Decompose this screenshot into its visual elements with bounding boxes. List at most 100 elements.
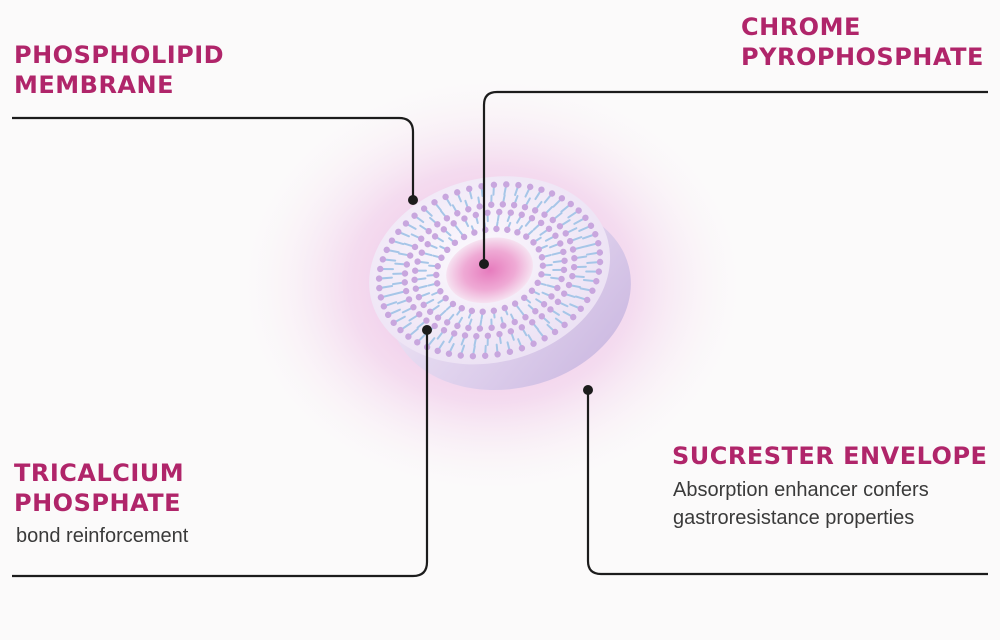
lipid-head [496, 208, 503, 216]
lipid-head [377, 294, 385, 301]
lipid-head [380, 303, 388, 310]
lipid-head [503, 181, 510, 188]
lipid-head [433, 271, 440, 279]
lipid-head [466, 185, 473, 192]
lipid-head [528, 287, 536, 294]
lipid-head [506, 348, 514, 356]
lipid-head [540, 301, 548, 308]
lipid-head [484, 209, 491, 216]
lipid-head [443, 319, 451, 326]
lipid-head [518, 211, 525, 218]
lipid-head [454, 210, 461, 217]
lipid-head [401, 270, 409, 277]
lipid-head [434, 347, 441, 355]
leader-line-tricalcium [12, 330, 429, 578]
lipid-head [561, 321, 568, 329]
lipid-head [461, 215, 468, 222]
lipid-head [558, 275, 565, 283]
lipid-head [561, 257, 568, 264]
lipid-head [465, 324, 472, 332]
lipid-head [577, 305, 584, 312]
label-tricalcium-description: bond reinforcement [16, 525, 189, 547]
lipid-head [438, 254, 445, 261]
lipid-head [388, 237, 396, 244]
lipid-head [414, 339, 421, 346]
lipid-head [529, 319, 536, 326]
lipid-head [560, 266, 568, 274]
lipid-head [457, 352, 464, 359]
lipid-head [471, 229, 478, 236]
leader-line-chrome [482, 90, 988, 263]
label-phospholipid-membrane: PHOSPHOLIPID MEMBRANE [14, 41, 225, 99]
lipid-head [570, 263, 578, 271]
lipid-head [532, 308, 539, 315]
lipid-head [488, 324, 495, 331]
lipid-head [552, 232, 559, 239]
lipid-head [531, 207, 539, 214]
lipid-head [596, 258, 604, 266]
lipid-head [411, 243, 419, 251]
lipid-head [547, 306, 554, 313]
lipid-head [390, 319, 397, 326]
lipid-head [418, 249, 426, 256]
lipid-head [414, 258, 421, 265]
lipid-head [521, 203, 529, 211]
lipid-head [541, 335, 548, 342]
lipid-head [433, 280, 441, 287]
lipid-head [556, 223, 564, 230]
lipid-head [537, 219, 545, 227]
lipid-head [401, 279, 408, 286]
lipid-head [440, 226, 448, 233]
label-tricalcium-phosphate: TRICALCIUM PHOSPHATE [14, 459, 185, 517]
lipid-head [595, 268, 603, 275]
lipid-head [376, 284, 383, 292]
lipid-head [538, 313, 546, 320]
lipid-head [521, 294, 528, 301]
lipid-head [499, 201, 507, 208]
lipid-head [518, 324, 526, 331]
lipid-head [510, 201, 518, 209]
label-sucrester-envelope: SUCRESTER ENVELOPE [672, 442, 988, 470]
lipid-head [548, 293, 555, 300]
lipid-head [416, 311, 423, 318]
leader-dots [408, 195, 593, 395]
lipid-head [539, 262, 547, 269]
lipid-head [431, 233, 439, 240]
lipid-head [442, 295, 449, 302]
label-chrome-pyrophosphate: CHROME PYROPHOSPHATE [741, 13, 984, 71]
lipid-head [454, 189, 461, 196]
particle-core [446, 237, 533, 304]
lipid-head [507, 209, 514, 216]
leader-dot-tricalcium [422, 325, 432, 335]
lipid-head [566, 237, 574, 245]
lipid-head [423, 317, 430, 324]
lipid-head [405, 296, 413, 303]
lipid-head [587, 222, 595, 229]
lipid-head [560, 248, 567, 256]
lipid-head [377, 265, 384, 273]
lipid-head [420, 301, 427, 309]
lipid-head [425, 227, 432, 235]
lipid-head [434, 314, 442, 321]
lipid-head [451, 330, 458, 337]
lipid-head [596, 249, 604, 256]
lipid-head [511, 318, 518, 326]
lipid-head [523, 233, 530, 240]
lipid-head [479, 308, 486, 315]
lipid-head [554, 298, 562, 306]
lipid-head [415, 293, 423, 301]
lipid-head [437, 288, 444, 295]
lipid-head [569, 246, 577, 253]
lipid-head [548, 190, 556, 197]
lipid-head [460, 233, 468, 241]
lipid-head [530, 239, 537, 246]
leader-line-sucrester [586, 390, 988, 576]
lipid-head [450, 220, 457, 227]
lipid-head [384, 311, 392, 319]
lipid-head [434, 263, 441, 270]
lipid-head [476, 203, 483, 210]
lipid-head [431, 322, 438, 330]
lipid-head [375, 275, 383, 282]
lipid-head [484, 332, 492, 340]
lipid-head [490, 181, 498, 189]
